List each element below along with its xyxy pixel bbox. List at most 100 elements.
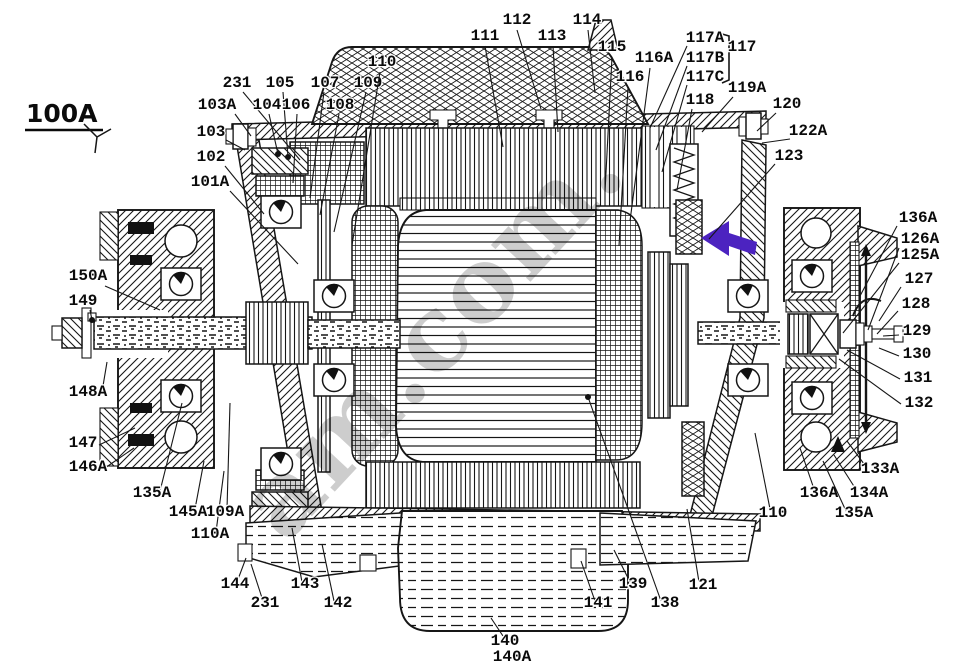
shaft-collar-1 <box>647 251 671 419</box>
part-label-113: 113 <box>538 27 567 45</box>
part-label-120: 120 <box>773 95 802 113</box>
part-label-147: 147 <box>69 434 98 452</box>
leader-line-132 <box>838 358 902 405</box>
figure-id: 100A <box>25 99 112 154</box>
bearing <box>160 267 202 301</box>
leader-line-114 <box>587 29 596 94</box>
leader-line-117A <box>649 45 688 129</box>
part-label-129: 129 <box>903 322 932 340</box>
leader-line-135A <box>822 460 847 512</box>
part-label-140: 140 <box>491 632 520 650</box>
leader-line-106 <box>292 113 298 184</box>
shaft-right <box>697 321 787 345</box>
part-label-132: 132 <box>905 394 934 412</box>
adjuster-bolt <box>839 319 904 349</box>
retainer-clip <box>852 297 882 317</box>
part-label-117B: 117B <box>686 49 725 67</box>
part-label-105: 105 <box>266 74 295 92</box>
part-label-119A: 119A <box>728 79 767 97</box>
part-label-121: 121 <box>689 576 718 594</box>
part-label-111: 111 <box>471 27 500 45</box>
leader-line-129 <box>882 334 900 337</box>
bottom-fitting-left <box>237 543 253 562</box>
bearing <box>791 381 833 415</box>
part-label-148A: 148A <box>69 383 108 401</box>
leader-line-111 <box>484 45 504 148</box>
end-winding-mesh-right <box>595 209 643 461</box>
cover-lug <box>587 19 619 51</box>
direction-mark <box>831 436 845 452</box>
leader-dot-104 <box>275 151 281 157</box>
leader-line-117B <box>655 65 688 151</box>
brush-element-upper <box>675 199 703 255</box>
seal-ring <box>130 403 152 413</box>
part-label-126A: 126A <box>901 230 940 248</box>
leader-line-143 <box>291 527 303 583</box>
part-label-110: 110 <box>759 504 788 522</box>
leader-line-113 <box>552 45 559 133</box>
leader-line-136A <box>799 447 815 490</box>
leader-line-105 <box>282 91 289 158</box>
label-group-bracket-117 <box>721 33 730 84</box>
part-label-116: 116 <box>616 68 645 86</box>
part-label-103A: 103A <box>198 96 237 114</box>
leader-line-130 <box>878 347 900 357</box>
seal-ring <box>128 434 154 446</box>
bracket-hole-top <box>800 217 832 249</box>
leader-line-108 <box>319 113 340 216</box>
leader-line-134A <box>833 454 858 492</box>
bracket-hole-bottom <box>164 420 198 454</box>
part-label-136A: 136A <box>800 484 839 502</box>
part-label-149: 149 <box>69 292 98 310</box>
shaft-mid <box>307 319 401 349</box>
leader-line-131 <box>846 349 901 380</box>
part-label-144: 144 <box>221 575 250 593</box>
part-label-123: 123 <box>775 147 804 165</box>
figure-id-pointer <box>83 123 112 154</box>
leader-dot-138 <box>585 394 591 400</box>
leader-line-126A <box>867 247 900 331</box>
part-label-108: 108 <box>326 96 355 114</box>
part-label-109: 109 <box>354 74 383 92</box>
part-label-140A: 140A <box>493 648 532 666</box>
leader-line-125A <box>842 262 900 334</box>
part-label-135A: 135A <box>835 504 874 522</box>
leader-line-109A <box>226 402 231 510</box>
leader-line-122A <box>761 138 791 144</box>
leader-line-123 <box>708 163 776 240</box>
part-label-134A: 134A <box>850 484 889 502</box>
bearing <box>260 447 302 481</box>
part-label-143: 143 <box>291 575 320 593</box>
leader-line-107 <box>309 91 325 199</box>
leader-line-116A <box>629 67 651 222</box>
bearing <box>313 279 355 313</box>
leader-dot-149 <box>89 317 95 323</box>
part-label-101A: 101A <box>191 173 230 191</box>
leader-line-110 <box>754 432 771 510</box>
leader-line-144 <box>236 557 247 583</box>
part-label-117C: 117C <box>686 68 725 86</box>
figure-id-label: 100A <box>26 99 98 128</box>
leader-line-140 <box>490 617 504 637</box>
highlight-arrow <box>701 221 757 256</box>
part-label-103: 103 <box>197 123 226 141</box>
part-label-231: 231 <box>223 74 252 92</box>
part-label-122A: 122A <box>789 122 828 140</box>
leader-line-118 <box>676 108 693 191</box>
part-label-109A: 109A <box>206 503 245 521</box>
part-label-106: 106 <box>282 96 311 114</box>
stator-slot-band-bottom <box>365 461 641 509</box>
leader-line-119A <box>701 96 734 133</box>
leader-line-146A <box>104 447 135 469</box>
part-label-104: 104 <box>253 96 282 114</box>
leader-line-141 <box>580 560 596 602</box>
part-label-125A: 125A <box>901 246 940 264</box>
part-label-138: 138 <box>651 594 680 612</box>
seal-ring <box>130 255 152 265</box>
part-label-150A: 150A <box>69 267 108 285</box>
leader-line-110A <box>215 470 225 533</box>
leader-line-115 <box>604 56 613 193</box>
leader-line-112 <box>516 29 542 110</box>
